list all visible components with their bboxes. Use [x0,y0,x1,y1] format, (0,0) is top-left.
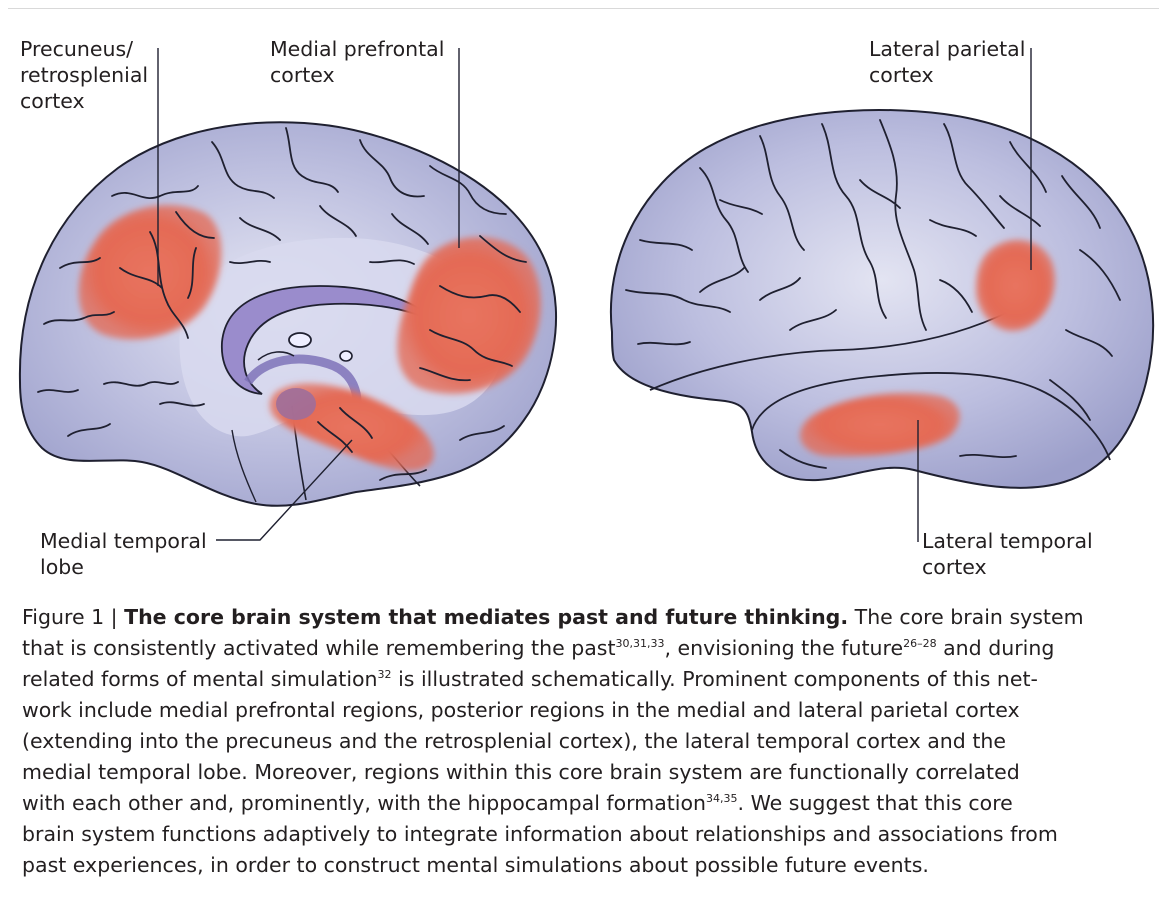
caption-text: medial temporal lobe. Moreover, regions … [22,760,1020,784]
caption-figure-number: Figure 1 | [22,605,118,629]
ventricle-mark [289,333,311,347]
label-medial-prefrontal-line-1: Medial prefrontal [270,36,444,62]
brain-illustration [0,0,1159,590]
caption-text: related forms of mental simulation [22,667,378,691]
label-medial-temporal-line-1: Medial temporal [40,528,207,554]
caption-text: (extending into the precuneus and the re… [22,729,1006,753]
hippocampus [276,388,316,420]
label-medial-temporal: Medial temporal lobe [40,528,207,580]
label-medial-prefrontal: Medial prefrontal cortex [270,36,444,88]
figure-caption: Figure 1 | The core brain system that me… [22,602,1154,881]
label-medial-temporal-line-2: lobe [40,554,207,580]
label-medial-prefrontal-line-2: cortex [270,62,444,88]
caption-citation: 34,35 [706,792,738,805]
caption-line: past experiences, in order to construct … [22,850,1154,881]
caption-text: brain system functions adaptively to int… [22,822,1058,846]
caption-text: , envisioning the future [665,636,904,660]
caption-text: past experiences, in order to construct … [22,853,929,877]
caption-citation: 30,31,33 [616,637,665,650]
caption-text: The core brain system [855,605,1084,629]
label-precuneus-line-1: Precuneus/ [20,36,148,62]
label-precuneus: Precuneus/ retrosplenial cortex [20,36,148,114]
label-precuneus-line-3: cortex [20,88,148,114]
label-lateral-temporal: Lateral temporal cortex [922,528,1093,580]
caption-text: is illustrated schematically. Prominent … [392,667,1038,691]
medial-hemisphere-view [20,48,556,540]
label-precuneus-line-2: retrosplenial [20,62,148,88]
caption-line: that is consistently activated while rem… [22,633,1154,664]
label-lateral-parietal-line-2: cortex [869,62,1025,88]
caption-text: . We suggest that this core [738,791,1013,815]
lateral-hemisphere-view [611,48,1153,542]
caption-citation: 26–28 [903,637,937,650]
caption-citation: 32 [378,668,392,681]
caption-line: (extending into the precuneus and the re… [22,726,1154,757]
caption-line: Figure 1 | The core brain system that me… [22,602,1154,633]
label-lateral-parietal: Lateral parietal cortex [869,36,1025,88]
caption-text: that is consistently activated while rem… [22,636,616,660]
caption-text: work include medial prefrontal regions, … [22,698,1020,722]
caption-line: medial temporal lobe. Moreover, regions … [22,757,1154,788]
ventricle-mark-2 [340,351,352,361]
label-lateral-temporal-line-1: Lateral temporal [922,528,1093,554]
caption-line: brain system functions adaptively to int… [22,819,1154,850]
caption-text: and during [937,636,1055,660]
caption-text: with each other and, prominently, with t… [22,791,706,815]
label-lateral-parietal-line-1: Lateral parietal [869,36,1025,62]
caption-line: related forms of mental simulation32 is … [22,664,1154,695]
caption-line: work include medial prefrontal regions, … [22,695,1154,726]
label-lateral-temporal-line-2: cortex [922,554,1093,580]
caption-line: with each other and, prominently, with t… [22,788,1154,819]
caption-title: The core brain system that mediates past… [124,605,848,629]
